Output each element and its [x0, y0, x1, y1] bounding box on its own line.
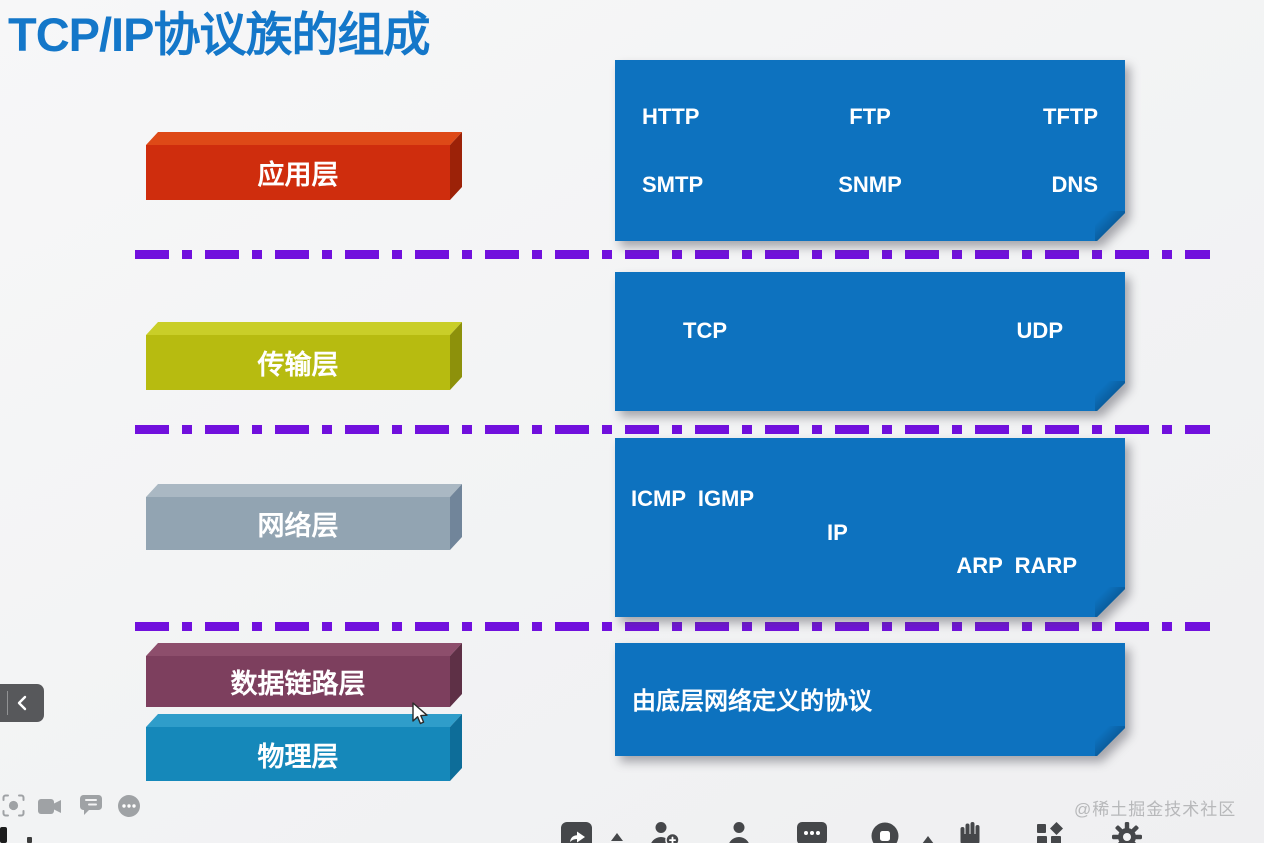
- divider: [7, 691, 8, 715]
- layer-box-datalink: 数据链路层: [146, 643, 462, 707]
- protocol-icmp-igmp: ICMP IGMP: [631, 486, 755, 511]
- chevron-left-icon: [17, 695, 27, 711]
- page-fold: [1095, 726, 1125, 756]
- layer-label-transport: 传输层: [257, 350, 339, 380]
- protocol-box-application: HTTP FTP TFTP SMTP SNMP DNS: [615, 60, 1125, 241]
- raise-hand-icon[interactable]: [958, 822, 982, 843]
- apps-icon[interactable]: [1036, 822, 1064, 843]
- 3d-box-teal: [146, 714, 462, 781]
- participants-icon[interactable]: [726, 822, 752, 843]
- protocol-snmp: SNMP: [838, 172, 902, 197]
- protocol-ip: IP: [827, 520, 848, 545]
- protocol-udp: UDP: [1016, 318, 1063, 343]
- watermark: @稀土掘金技术社区: [1074, 800, 1237, 819]
- protocol-box-network: ICMP IGMP IP ARP RARP: [615, 438, 1125, 617]
- layer-separator-2: [135, 425, 1210, 434]
- layer-box-transport: 传输层: [146, 322, 462, 390]
- layer-box-network: 网络层: [146, 484, 462, 550]
- slide-title: TCP/IP协议族的组成: [8, 8, 430, 61]
- stop-record-icon[interactable]: [871, 822, 899, 843]
- page-fold: [1095, 381, 1125, 411]
- layer-label-network: 网络层: [257, 511, 339, 541]
- previous-slide-button[interactable]: [0, 684, 44, 722]
- 3d-box-gray: [146, 484, 462, 550]
- protocol-underlying-network: 由底层网络定义的协议: [632, 688, 872, 715]
- protocol-ftp: FTP: [849, 104, 891, 129]
- protocol-http: HTTP: [642, 104, 700, 129]
- gear-icon[interactable]: [1112, 822, 1142, 843]
- add-person-icon[interactable]: [650, 822, 680, 843]
- chat-dots-icon[interactable]: [797, 822, 827, 843]
- protocol-tcp: TCP: [683, 318, 727, 343]
- layer-separator-3: [135, 622, 1210, 631]
- more-icon[interactable]: [117, 794, 141, 818]
- clipped-icon-dot: [27, 837, 32, 843]
- camera-icon[interactable]: [38, 798, 62, 815]
- chat-icon[interactable]: [80, 795, 102, 816]
- protocol-tftp: TFTP: [1043, 104, 1098, 129]
- caret-up-icon[interactable]: [922, 836, 934, 843]
- share-icon[interactable]: [561, 822, 592, 843]
- layer-separator-1: [135, 250, 1210, 259]
- page-fold: [1095, 587, 1125, 617]
- 3d-box-olive: [146, 322, 462, 390]
- mouse-cursor: [412, 702, 428, 725]
- clipped-icon: [0, 827, 7, 843]
- focus-icon[interactable]: [2, 794, 25, 817]
- layer-label-datalink: 数据链路层: [230, 669, 366, 699]
- 3d-box-red: [146, 132, 462, 200]
- protocol-dns: DNS: [1051, 172, 1098, 197]
- layer-box-physical: 物理层: [146, 714, 462, 781]
- page-fold: [1095, 211, 1125, 241]
- protocol-box-link: 由底层网络定义的协议: [615, 643, 1125, 756]
- caret-up-icon[interactable]: [611, 833, 623, 841]
- protocol-arp-rarp: ARP RARP: [956, 553, 1077, 578]
- layer-label-physical: 物理层: [257, 741, 339, 772]
- 3d-box-maroon: [146, 643, 462, 707]
- protocol-smtp: SMTP: [642, 172, 704, 197]
- layer-box-application: 应用层: [146, 132, 462, 200]
- protocol-box-transport: TCP UDP: [615, 272, 1125, 411]
- layer-label-application: 应用层: [257, 160, 339, 190]
